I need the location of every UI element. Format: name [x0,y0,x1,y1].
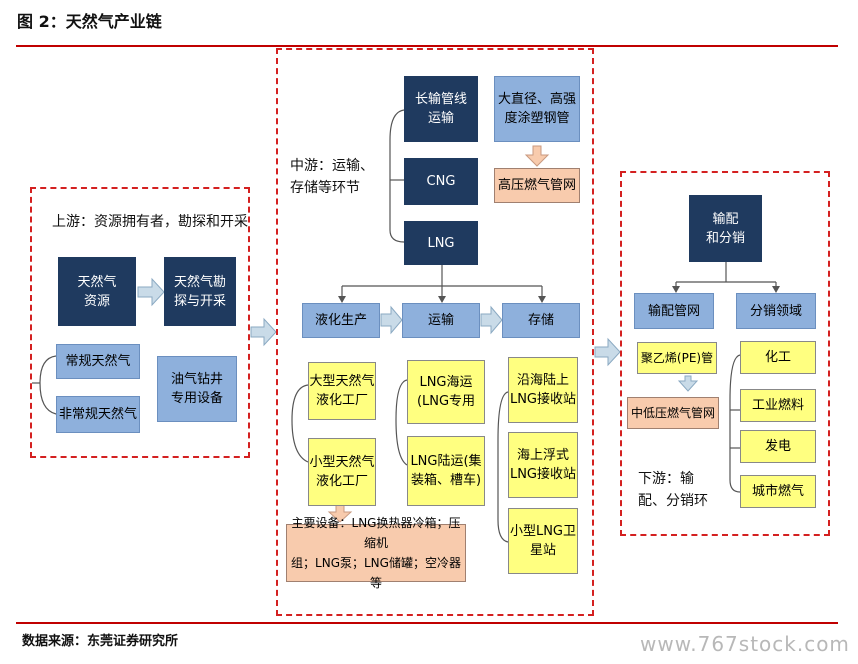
offshore-terminal-box: 海上浮式 LNG接收站 [508,432,578,498]
downstream-frame [620,171,830,536]
industrial-fuel-box: 工业燃料 [740,389,816,422]
city-gas-box: 城市燃气 [740,475,816,508]
midstream-frame [276,48,594,616]
conventional-gas-box: 常规天然气 [56,344,140,379]
cng-box: CNG [404,158,478,205]
title-rule [16,45,838,47]
small-plant-box: 小型天然气 液化工厂 [308,438,376,506]
distribution-network-box: 输配管网 [634,293,714,329]
lng-sea-transport-box: LNG海运 (LNG专用 [407,360,485,424]
arrow-resource-to-exploration [137,277,165,307]
upstream-label: 上游：资源拥有者，勘探和开采 [52,214,248,230]
storage-box: 存储 [502,303,580,338]
pipeline-transport-box: 长输管线 运输 [404,76,478,142]
arrow-upstream-to-midstream [250,317,277,347]
upstream-frame [30,187,250,458]
power-generation-box: 发电 [740,430,816,463]
pe-pipe-box: 聚乙烯(PE)管 [637,342,717,374]
chemical-box: 化工 [740,341,816,374]
arrow-midstream-to-downstream [594,337,621,367]
source-note: 数据来源：东莞证券研究所 [22,634,179,649]
satellite-station-box: 小型LNG卫 星站 [508,508,578,574]
mlp-gas-network-box: 中低压燃气管网 [627,397,719,429]
steel-pipe-box: 大直径、高强 度涂塑钢管 [494,76,580,142]
transport-box: 运输 [402,303,480,338]
distribution-sales-box: 输配 和分销 [689,195,762,262]
main-equipment-box: 主要设备：LNG换热器冷箱；压缩机 组；LNG泵；LNG储罐；空冷器等 [286,516,466,590]
figure-title: 图 2：天然气产业链 [17,12,162,31]
hp-gas-network-box: 高压燃气管网 [494,168,580,203]
liquefaction-box: 液化生产 [302,303,380,338]
lng-box: LNG [404,221,478,265]
watermark: www.767stock.com [640,632,850,656]
footer-rule [16,622,838,624]
sales-field-box: 分销领域 [736,293,816,329]
drilling-equipment-box: 油气钻井 专用设备 [157,356,237,422]
gas-resource-box: 天然气 资源 [58,257,136,326]
midstream-label: 中游：运输、 存储等环节 [290,158,374,196]
unconventional-gas-box: 非常规天然气 [56,396,140,433]
large-plant-box: 大型天然气 液化工厂 [308,362,376,420]
downstream-label: 下游：输 配、分销环 [638,471,708,509]
exploration-box: 天然气勘 探与开采 [164,257,236,326]
coastal-terminal-box: 沿海陆上 LNG接收站 [508,357,578,423]
lng-land-transport-box: LNG陆运(集 装箱、槽车) [407,436,485,506]
